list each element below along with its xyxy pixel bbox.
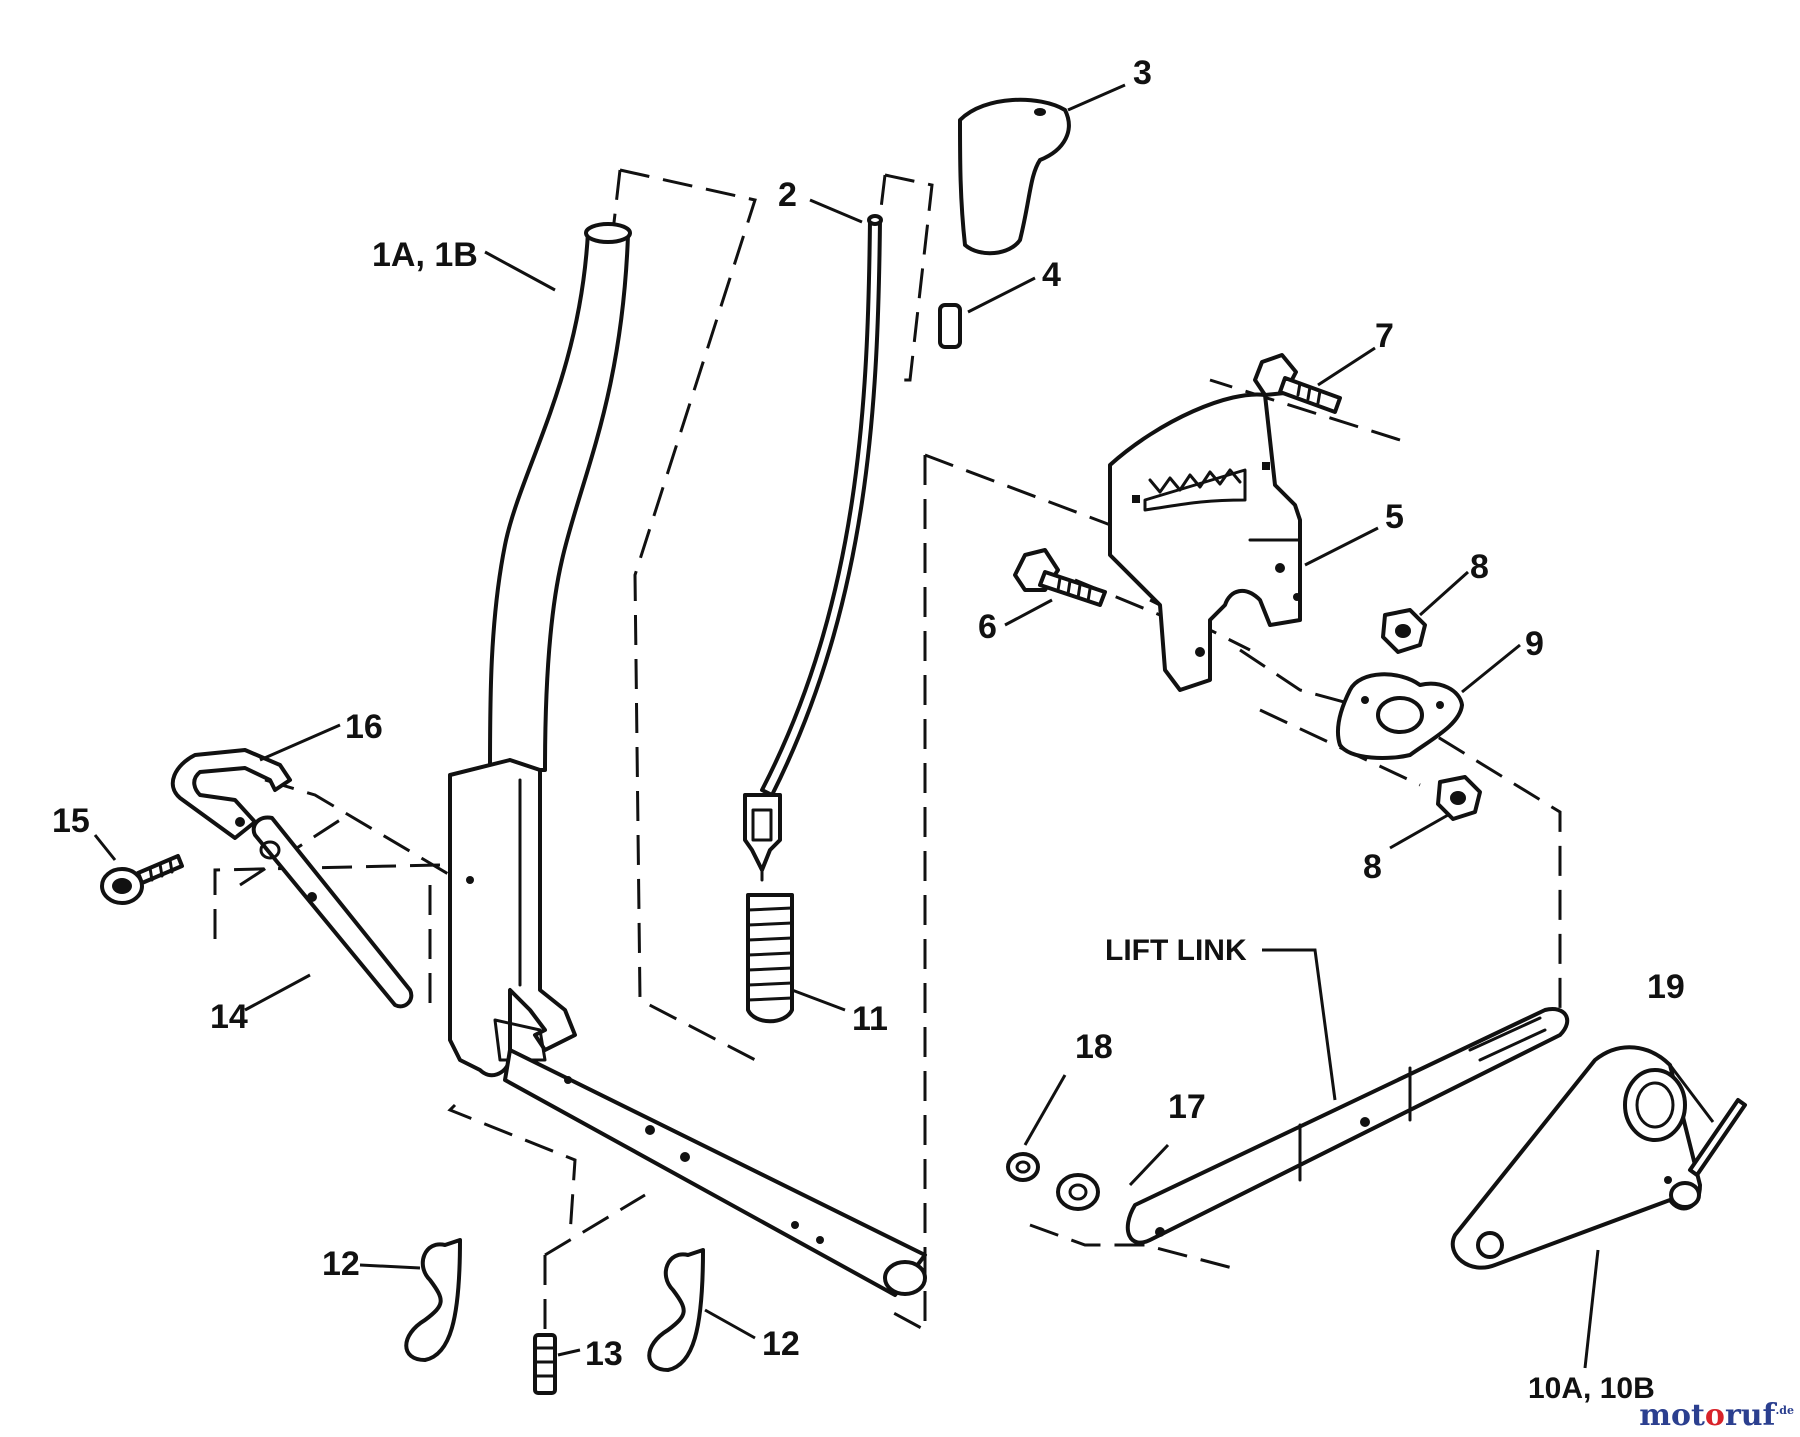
watermark-logo: motoruf.de — [1639, 1398, 1794, 1433]
washer-18 — [1006, 1152, 1040, 1182]
label-13: 13 — [585, 1335, 623, 1373]
label-9: 9 — [1525, 625, 1544, 663]
label-2: 2 — [778, 176, 797, 214]
watermark-brand-end: ruf — [1724, 1398, 1776, 1433]
quadrant-plate-5 — [1108, 392, 1302, 692]
washer-17 — [1056, 1173, 1100, 1211]
label-lift-link: LIFT LINK — [1105, 934, 1247, 967]
screw-15 — [100, 854, 184, 905]
u-bracket-16 — [170, 748, 292, 840]
label-18: 18 — [1075, 1028, 1113, 1066]
nut-8-upper — [1381, 608, 1427, 654]
label-3: 3 — [1133, 54, 1152, 92]
label-15: 15 — [52, 802, 90, 840]
bolt-7 — [1253, 353, 1342, 414]
label-6: 6 — [978, 608, 997, 646]
label-7: 7 — [1375, 317, 1394, 355]
cotter-pin-19 — [1688, 1098, 1747, 1177]
bolt-6 — [1013, 548, 1107, 607]
callout-labels: 1A, 1B 2 3 4 5 6 7 8 8 9 10A, 10B 11 12 … — [52, 54, 1685, 1405]
lever-assembly-1a-1b — [448, 222, 927, 1297]
spring-11 — [746, 893, 794, 1024]
push-rod-2 — [743, 214, 883, 882]
lift-arm-10a-10b — [1450, 1045, 1702, 1270]
label-12-left: 12 — [322, 1245, 360, 1283]
label-4: 4 — [1042, 256, 1061, 294]
watermark-brand-o: o — [1704, 1398, 1725, 1433]
label-5: 5 — [1385, 498, 1404, 536]
label-8-upper: 8 — [1470, 548, 1489, 586]
watermark-suffix: .de — [1775, 1404, 1794, 1417]
hairpin-clip-12-left — [404, 1238, 462, 1362]
label-17: 17 — [1168, 1088, 1206, 1126]
label-16: 16 — [345, 708, 383, 746]
watermark-brand-start: mot — [1639, 1398, 1705, 1433]
pin-13 — [533, 1333, 557, 1395]
label-11: 11 — [852, 1000, 888, 1038]
label-10a-10b: 10A, 10B — [1528, 1372, 1655, 1405]
knob-3 — [958, 97, 1071, 256]
pin-4 — [938, 303, 962, 349]
label-1a-1b: 1A, 1B — [372, 236, 478, 274]
lift-link-bar — [1125, 1007, 1570, 1245]
hairpin-clip-12-right — [647, 1248, 705, 1372]
leader-lines — [93, 83, 1715, 1369]
label-19: 19 — [1647, 968, 1685, 1006]
label-14: 14 — [210, 998, 248, 1036]
label-8-lower: 8 — [1363, 848, 1382, 886]
flange-bearing-9 — [1336, 672, 1464, 760]
slotted-bar-14 — [251, 815, 414, 1009]
label-12-right: 12 — [762, 1325, 800, 1363]
nut-8-lower — [1436, 775, 1482, 821]
